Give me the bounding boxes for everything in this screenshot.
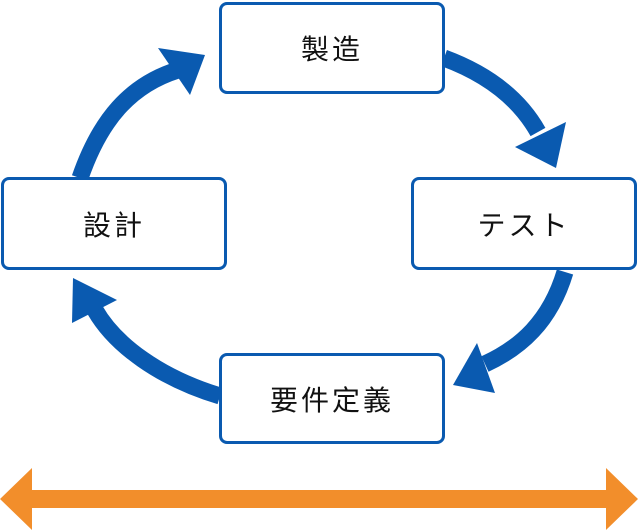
node-requirements-label: 要件定義 bbox=[269, 383, 394, 417]
arrow-manufacturing-to-test bbox=[441, 50, 546, 137]
timeline-arrowhead-left bbox=[0, 468, 32, 530]
node-test: テスト bbox=[411, 177, 637, 270]
arrowhead-requirements-to-design bbox=[72, 278, 117, 323]
node-manufacturing: 製造 bbox=[219, 2, 445, 94]
arrowhead-test-to-requirements bbox=[453, 343, 495, 393]
node-test-label: テスト bbox=[477, 208, 571, 242]
node-manufacturing-label: 製造 bbox=[300, 33, 363, 66]
node-design: 設計 bbox=[1, 177, 227, 270]
arrowhead-manufacturing-to-test bbox=[515, 122, 566, 168]
timeline-double-arrow bbox=[0, 468, 638, 530]
arrow-test-to-requirements bbox=[481, 269, 574, 372]
arrowhead-design-to-manufacturing bbox=[158, 48, 205, 95]
timeline-arrow-shaft bbox=[30, 490, 608, 508]
node-design-label: 設計 bbox=[82, 208, 145, 242]
timeline-arrowhead-right bbox=[606, 468, 638, 530]
arrow-requirements-to-design bbox=[87, 305, 223, 405]
node-requirements: 要件定義 bbox=[219, 353, 445, 444]
cycle-arrows bbox=[71, 48, 574, 405]
arrow-design-to-manufacturing bbox=[71, 61, 181, 181]
